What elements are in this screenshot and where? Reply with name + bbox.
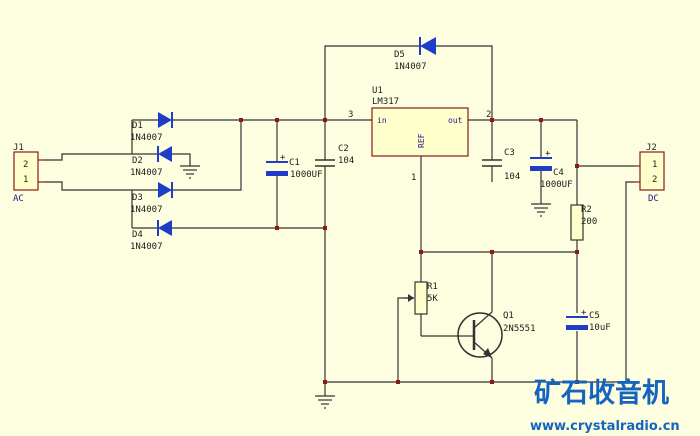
j1-ref: J1 xyxy=(13,143,24,153)
watermark-url: www.crystalradio.cn xyxy=(530,419,680,434)
u1-pin-ref-label: REF xyxy=(417,133,426,148)
d2-ref: D2 xyxy=(132,156,143,166)
q1-ref: Q1 xyxy=(503,311,514,321)
junction-dots xyxy=(239,118,579,384)
ground-icon xyxy=(315,395,335,409)
j2-pin-bottom: 2 xyxy=(652,175,657,185)
r2-ref: R2 xyxy=(581,205,592,215)
c1-ref: C1 xyxy=(289,158,300,168)
u1-value: LM317 xyxy=(372,97,399,107)
j1-pin-top: 2 xyxy=(23,160,28,170)
d5-ref: D5 xyxy=(394,50,405,60)
u1-pin-num-ref: 1 xyxy=(411,173,416,183)
capacitor-c1: + C1 1000UF xyxy=(266,153,323,180)
capacitor-c2: C2 104 xyxy=(315,144,354,167)
d1-value: 1N4007 xyxy=(130,133,163,143)
c5-value: 10uF xyxy=(589,323,611,333)
ground-icon xyxy=(531,203,551,217)
c3-ref: C3 xyxy=(504,148,515,158)
q1-value: 2N5551 xyxy=(503,324,536,334)
j2-pin-top: 1 xyxy=(652,160,657,170)
d1-ref: D1 xyxy=(132,121,143,131)
j1-type-label: AC xyxy=(13,194,24,204)
c5-polarity-mark: + xyxy=(581,308,587,318)
diode-d5: D5 1N4007 xyxy=(394,37,436,72)
connector-j2: J2 1 2 DC xyxy=(634,143,665,204)
regulator-u1: U1 LM317 in out REF 3 2 1 xyxy=(348,86,491,183)
ground-icon xyxy=(180,165,200,179)
diode-d4: D4 1N4007 xyxy=(130,220,172,252)
diode-d2: D2 1N4007 xyxy=(130,146,172,178)
u1-pin-num-out: 2 xyxy=(486,110,491,120)
diode-d1: D1 1N4007 xyxy=(130,112,173,143)
u1-pin-in-label: in xyxy=(377,116,387,125)
c2-value: 104 xyxy=(338,156,354,166)
d3-value: 1N4007 xyxy=(130,205,163,215)
d5-value: 1N4007 xyxy=(394,62,427,72)
c5-ref: C5 xyxy=(589,311,600,321)
transistor-q1: Q1 2N5551 xyxy=(457,311,536,359)
d3-ref: D3 xyxy=(132,193,143,203)
c4-polarity-mark: + xyxy=(545,149,551,159)
watermark: 矿石收音机 www.crystalradio.cn xyxy=(530,377,680,434)
c1-value: 1000UF xyxy=(290,170,323,180)
resistor-r2: R2 200 xyxy=(570,204,597,241)
c1-polarity-mark: + xyxy=(280,153,286,163)
capacitor-c5: + C5 10uF xyxy=(566,308,611,333)
potentiometer-r1: R1 5K xyxy=(404,281,438,315)
wires xyxy=(44,45,634,396)
diode-d3: D3 1N4007 xyxy=(130,182,173,215)
r2-value: 200 xyxy=(581,217,597,227)
watermark-brand: 矿石收音机 xyxy=(534,377,669,409)
connector-j1: J1 2 1 AC xyxy=(13,143,44,204)
j2-type-label: DC xyxy=(648,194,659,204)
u1-pin-num-in: 3 xyxy=(348,110,353,120)
d4-ref: D4 xyxy=(132,230,143,240)
r1-value: 5K xyxy=(427,294,438,304)
c2-ref: C2 xyxy=(338,144,349,154)
d2-value: 1N4007 xyxy=(130,168,163,178)
r1-ref: R1 xyxy=(427,282,438,292)
d4-value: 1N4007 xyxy=(130,242,163,252)
j2-ref: J2 xyxy=(646,143,657,153)
ground-symbols xyxy=(180,165,551,409)
capacitor-c3: C3 104 xyxy=(482,148,520,182)
u1-ref: U1 xyxy=(372,86,383,96)
c3-value: 104 xyxy=(504,172,520,182)
c4-ref: C4 xyxy=(553,168,564,178)
u1-pin-out-label: out xyxy=(448,116,463,125)
capacitor-c4: + C4 1000UF xyxy=(530,149,573,190)
c4-value: 1000UF xyxy=(540,180,573,190)
j1-pin-bottom: 1 xyxy=(23,175,28,185)
